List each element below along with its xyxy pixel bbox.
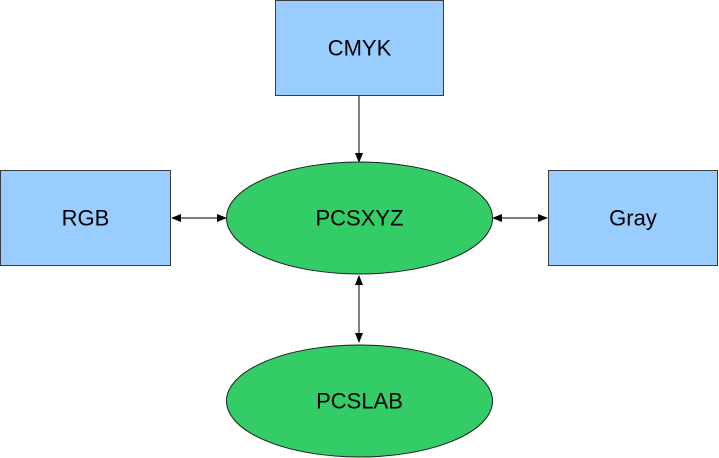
node-cmyk-label: CMYK bbox=[328, 36, 392, 61]
node-pcsxyz: PCSXYZ bbox=[226, 161, 493, 275]
node-rgb-label: RGB bbox=[62, 206, 110, 231]
node-gray: Gray bbox=[548, 170, 718, 266]
node-rgb-box bbox=[0, 170, 171, 266]
node-rgb: RGB bbox=[0, 170, 171, 266]
node-cmyk: CMYK bbox=[275, 0, 444, 96]
node-pcsxyz-ellipse bbox=[226, 161, 493, 275]
node-gray-box bbox=[548, 170, 718, 266]
node-gray-label: Gray bbox=[609, 206, 657, 231]
node-pcslab: PCSLAB bbox=[226, 344, 493, 458]
node-cmyk-box bbox=[275, 0, 444, 96]
node-pcsxyz-label: PCSXYZ bbox=[315, 206, 403, 231]
node-pcslab-label: PCSLAB bbox=[316, 389, 403, 414]
node-pcslab-ellipse bbox=[226, 344, 493, 458]
